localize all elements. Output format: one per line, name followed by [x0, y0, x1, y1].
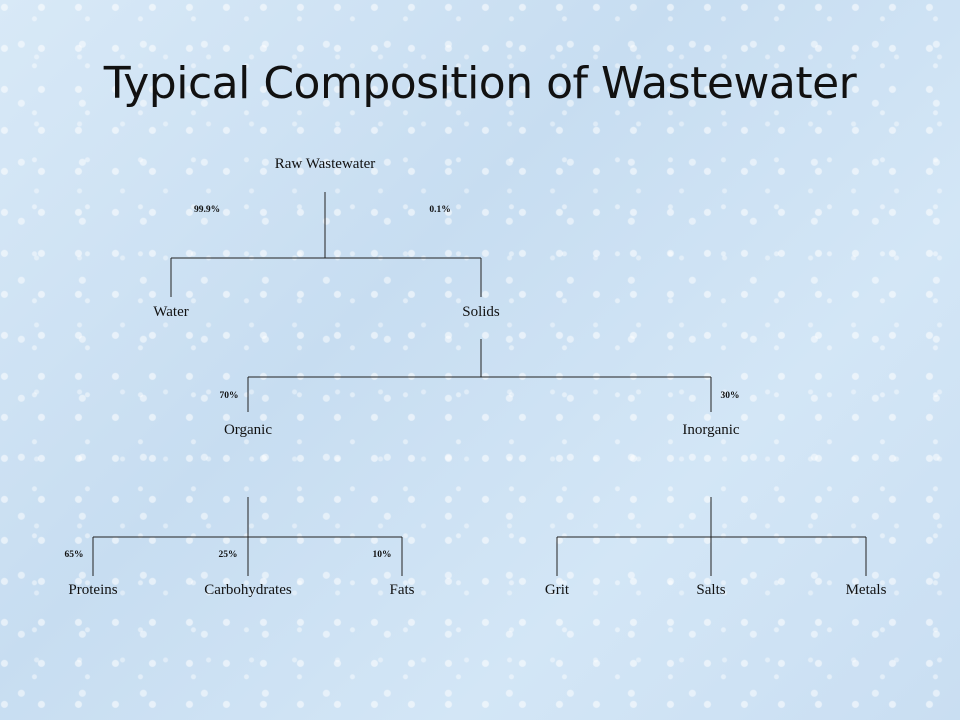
percent-organic: 70% — [220, 391, 239, 401]
percent-solids: 0.1% — [429, 205, 450, 215]
node-carbohydrates: Carbohydrates — [204, 582, 292, 598]
percent-water: 99.9% — [194, 205, 220, 215]
percent-carbohydrates: 25% — [219, 550, 238, 560]
node-fats: Fats — [389, 582, 414, 598]
tree-connectors — [92, 192, 867, 576]
percent-fats: 10% — [373, 550, 392, 560]
node-organic: Organic — [224, 422, 272, 438]
percent-proteins: 65% — [65, 550, 84, 560]
node-raw-wastewater: Raw Wastewater — [275, 156, 376, 172]
node-solids: Solids — [462, 304, 500, 320]
node-metals: Metals — [846, 582, 887, 598]
node-water: Water — [153, 304, 188, 320]
percent-inorganic: 30% — [721, 391, 740, 401]
node-inorganic: Inorganic — [682, 422, 740, 438]
node-grit: Grit — [545, 582, 570, 598]
node-proteins: Proteins — [68, 582, 117, 598]
node-salts: Salts — [696, 582, 725, 598]
slide-title: Typical Composition of Wastewater — [103, 58, 857, 109]
